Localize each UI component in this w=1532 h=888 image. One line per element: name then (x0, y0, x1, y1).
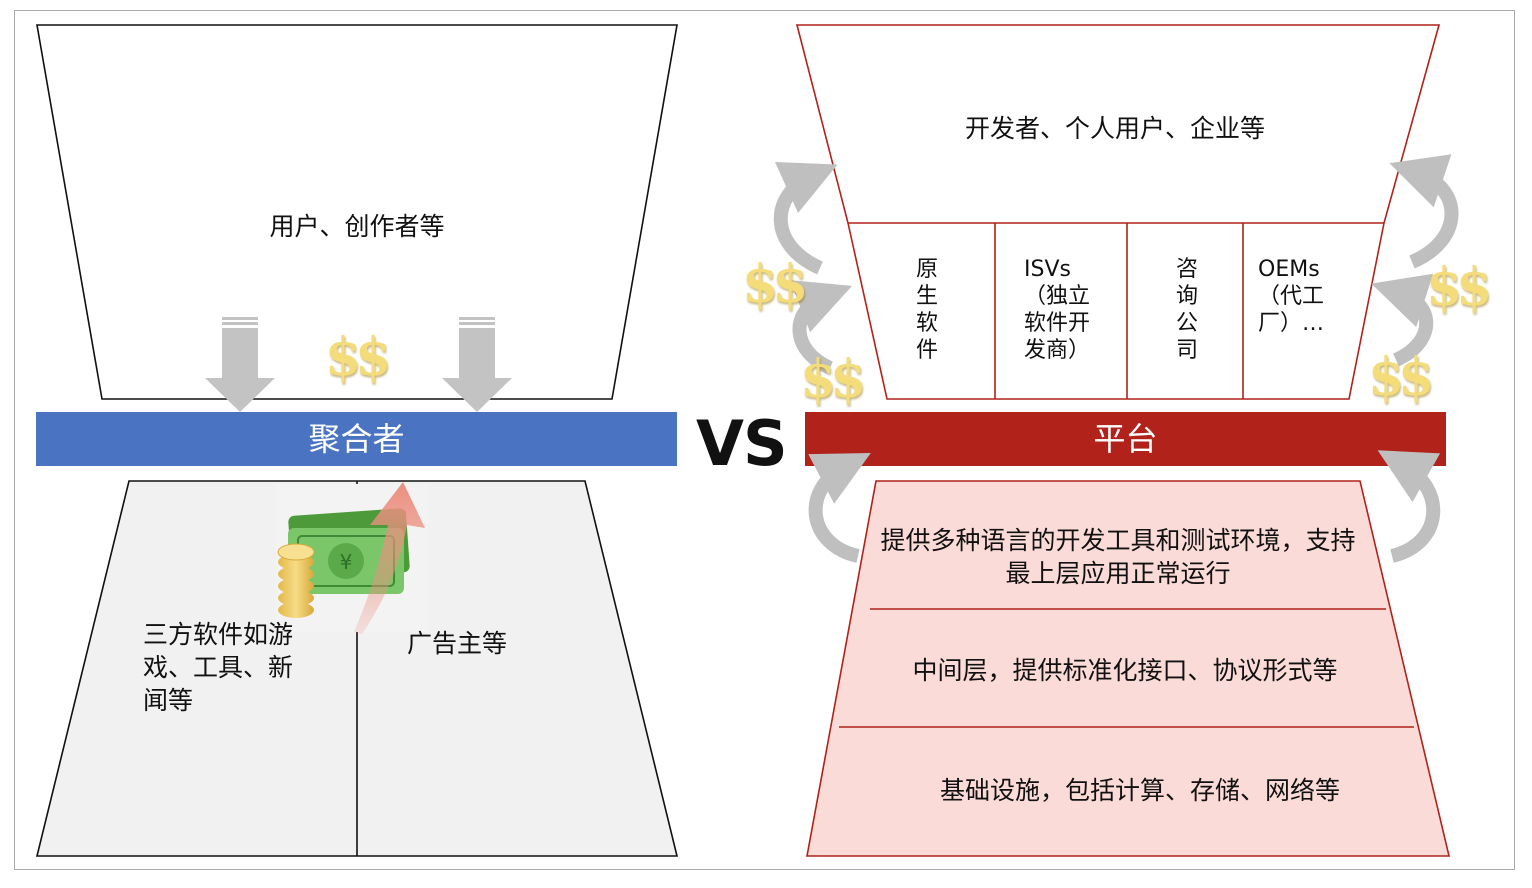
left-dollar-icon: $$ (325, 327, 391, 388)
right-dollar-icon-3: $$ (1426, 257, 1492, 318)
left-down-arrows (205, 317, 512, 412)
svg-text:¥: ¥ (340, 550, 353, 574)
left-bottom-right-label: 广告主等 (407, 629, 508, 658)
right-column-oems: OEMs （代工 厂）… (1258, 257, 1325, 336)
right-dollar-icon-2: $$ (800, 349, 866, 410)
right-dollar-icon-1: $$ (742, 254, 808, 315)
right-column-native-software: 原 生 软 件 (916, 257, 939, 363)
right-bar-label: 平台 (1093, 420, 1158, 458)
left-top-label: 用户、创作者等 (269, 212, 445, 241)
right-layer-app: 提供多种语言的开发工具和测试环境，支持最上层应用正常运行 (880, 526, 1356, 588)
vs-label: VS (696, 407, 788, 480)
money-illustration-icon: ¥ (276, 482, 428, 634)
right-layer-middleware: 中间层，提供标准化接口、协议形式等 (912, 656, 1338, 685)
right-layer-infrastructure: 基础设施，包括计算、存储、网络等 (939, 776, 1340, 805)
left-bottom-left-label: 三方软件如游戏、工具、新闻等 (143, 620, 294, 715)
right-column-consulting: 咨 询 公 司 (1176, 257, 1199, 363)
right-top-label: 开发者、个人用户、企业等 (964, 114, 1265, 143)
left-top-funnel (36, 24, 678, 400)
left-aggregator-bar (36, 412, 677, 466)
diagram-frame (14, 10, 1515, 870)
cycle-arrows-icon (773, 154, 1459, 563)
right-column-dividers (994, 223, 1244, 399)
right-layer-stack (806, 480, 1451, 857)
right-dollar-icon-4: $$ (1368, 347, 1434, 408)
left-bar-label: 聚合者 (308, 420, 405, 458)
right-column-isvs: ISVs （独立 软件开 发商） (1024, 257, 1091, 363)
right-platform-bar (805, 412, 1446, 466)
